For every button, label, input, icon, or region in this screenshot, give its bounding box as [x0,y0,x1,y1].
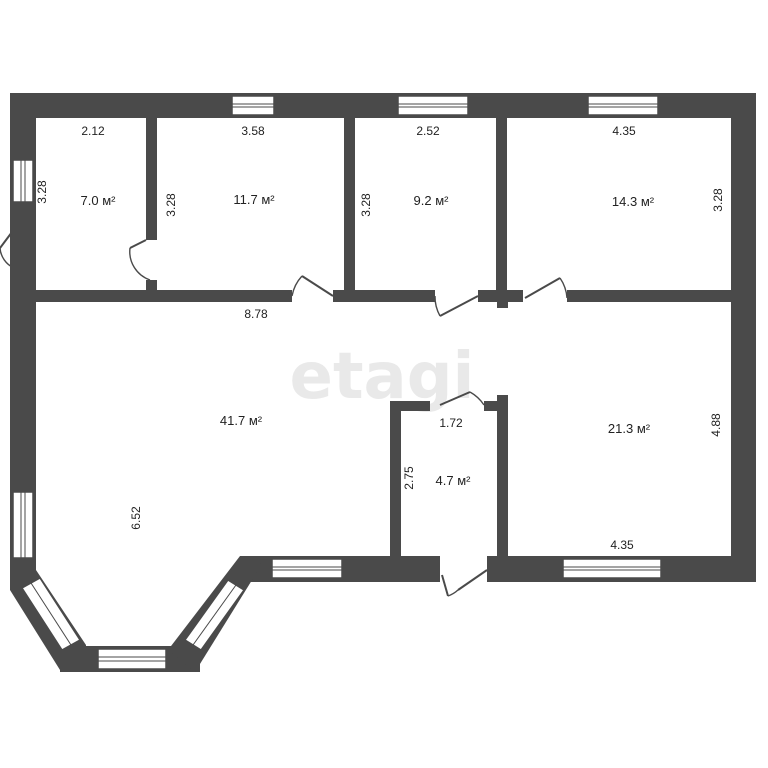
window-bay-right [183,578,246,652]
room6-width: 1.72 [439,416,463,430]
door-room3 [434,295,479,317]
windows [12,95,662,670]
window-bottom-1 [271,558,343,579]
doors [0,231,568,597]
room1-area: 7.0 м² [81,193,117,208]
door-room2 [291,275,334,297]
wall-stub-top [497,302,508,308]
room-1: 2.12 3.28 7.0 м² [35,124,116,208]
window-top-1 [231,95,275,116]
door-room6 [439,391,485,406]
wall-room2-room3 [344,118,355,292]
room2-depth: 3.28 [164,193,178,217]
wall-corridor-b [333,290,435,302]
door-room1 [129,239,151,281]
room4-width: 4.35 [612,124,636,138]
wall-room3-room4 [496,118,507,292]
room-6: 1.72 2.75 4.7 м² [402,416,471,490]
room4-depth: 3.28 [711,188,725,212]
room1-width: 2.12 [81,124,105,138]
room2-width: 3.58 [241,124,265,138]
room-5: 8.78 6.52 41.7 м² [129,307,268,530]
room6-area: 4.7 м² [436,473,472,488]
room5-width: 8.78 [244,307,268,321]
window-bottom-2 [562,558,662,579]
room-3: 2.52 3.28 9.2 м² [359,124,449,217]
wall-room1-room2 [146,118,157,240]
window-top-3 [587,95,659,116]
wall-room6-top-b [484,401,508,411]
room-7: 4.35 4.88 21.3 м² [608,413,723,552]
interior-walls [36,118,731,558]
wall-corridor-a [36,290,292,302]
wall-corridor-c [478,290,523,302]
room2-area: 11.7 м² [233,192,275,207]
room-2: 3.58 3.28 11.7 м² [164,124,275,217]
wall-corridor-d [567,290,731,302]
room3-depth: 3.28 [359,193,373,217]
wall-room6-top-a [390,401,430,411]
room3-area: 9.2 м² [414,193,450,208]
room5-area: 41.7 м² [220,413,263,428]
room7-depth: 4.88 [709,413,723,437]
window-bay-left [20,577,82,651]
door-bottom [441,569,488,597]
window-left-1 [12,159,34,203]
door-entry-left [0,231,15,269]
window-bay-bottom [97,648,167,670]
wall-room6-left [390,401,401,558]
room7-width: 4.35 [610,538,634,552]
wall-room6-room7 [497,395,508,558]
room4-area: 14.3 м² [612,194,655,209]
room1-depth: 3.28 [35,180,49,204]
wall-right [731,93,756,582]
room-4: 4.35 3.28 14.3 м² [612,124,725,212]
room5-depth: 6.52 [129,506,143,530]
room7-area: 21.3 м² [608,421,651,436]
window-left-2 [12,491,34,559]
window-top-2 [397,95,469,116]
door-room4 [524,277,568,299]
watermark-logo: etagi [290,340,475,414]
room3-width: 2.52 [416,124,440,138]
room6-depth: 2.75 [402,466,416,490]
wall-room1-room2-stub [146,280,157,292]
